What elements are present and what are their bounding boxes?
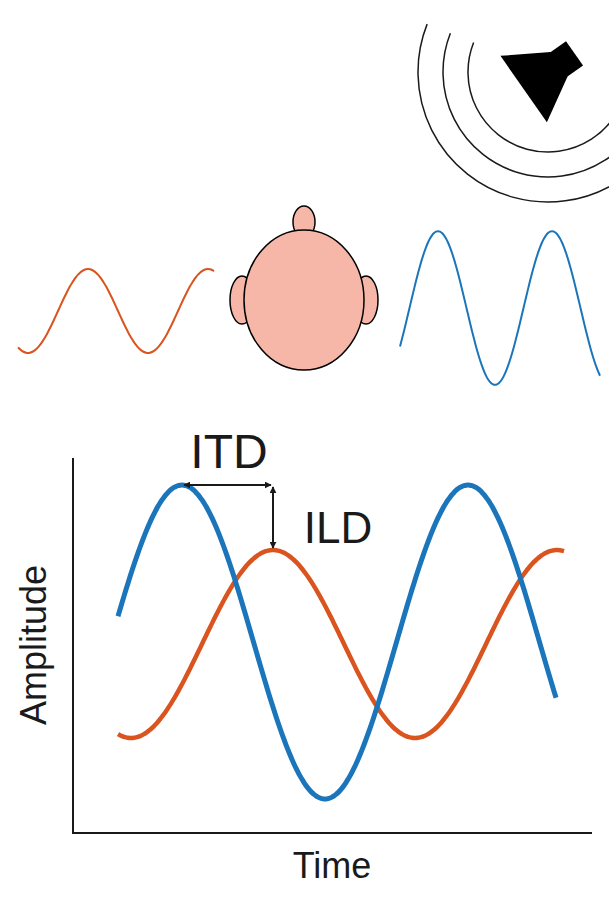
ild-arrow xyxy=(272,487,274,548)
speaker-symbol xyxy=(500,20,597,122)
axes xyxy=(73,458,592,833)
axis-label: Amplitude xyxy=(16,565,52,725)
sound-arc xyxy=(418,24,609,202)
sound-waves xyxy=(418,24,609,202)
itd-label: ITD xyxy=(190,428,267,476)
left-ear-wave xyxy=(18,269,214,353)
ild-label: ILD xyxy=(302,506,374,550)
right-ear-wave xyxy=(400,231,600,385)
itd-arrow xyxy=(184,484,271,486)
head xyxy=(244,230,364,370)
axis-label: Time xyxy=(293,848,372,884)
left-ear-signal xyxy=(118,550,564,738)
right-ear-signal xyxy=(118,485,556,799)
